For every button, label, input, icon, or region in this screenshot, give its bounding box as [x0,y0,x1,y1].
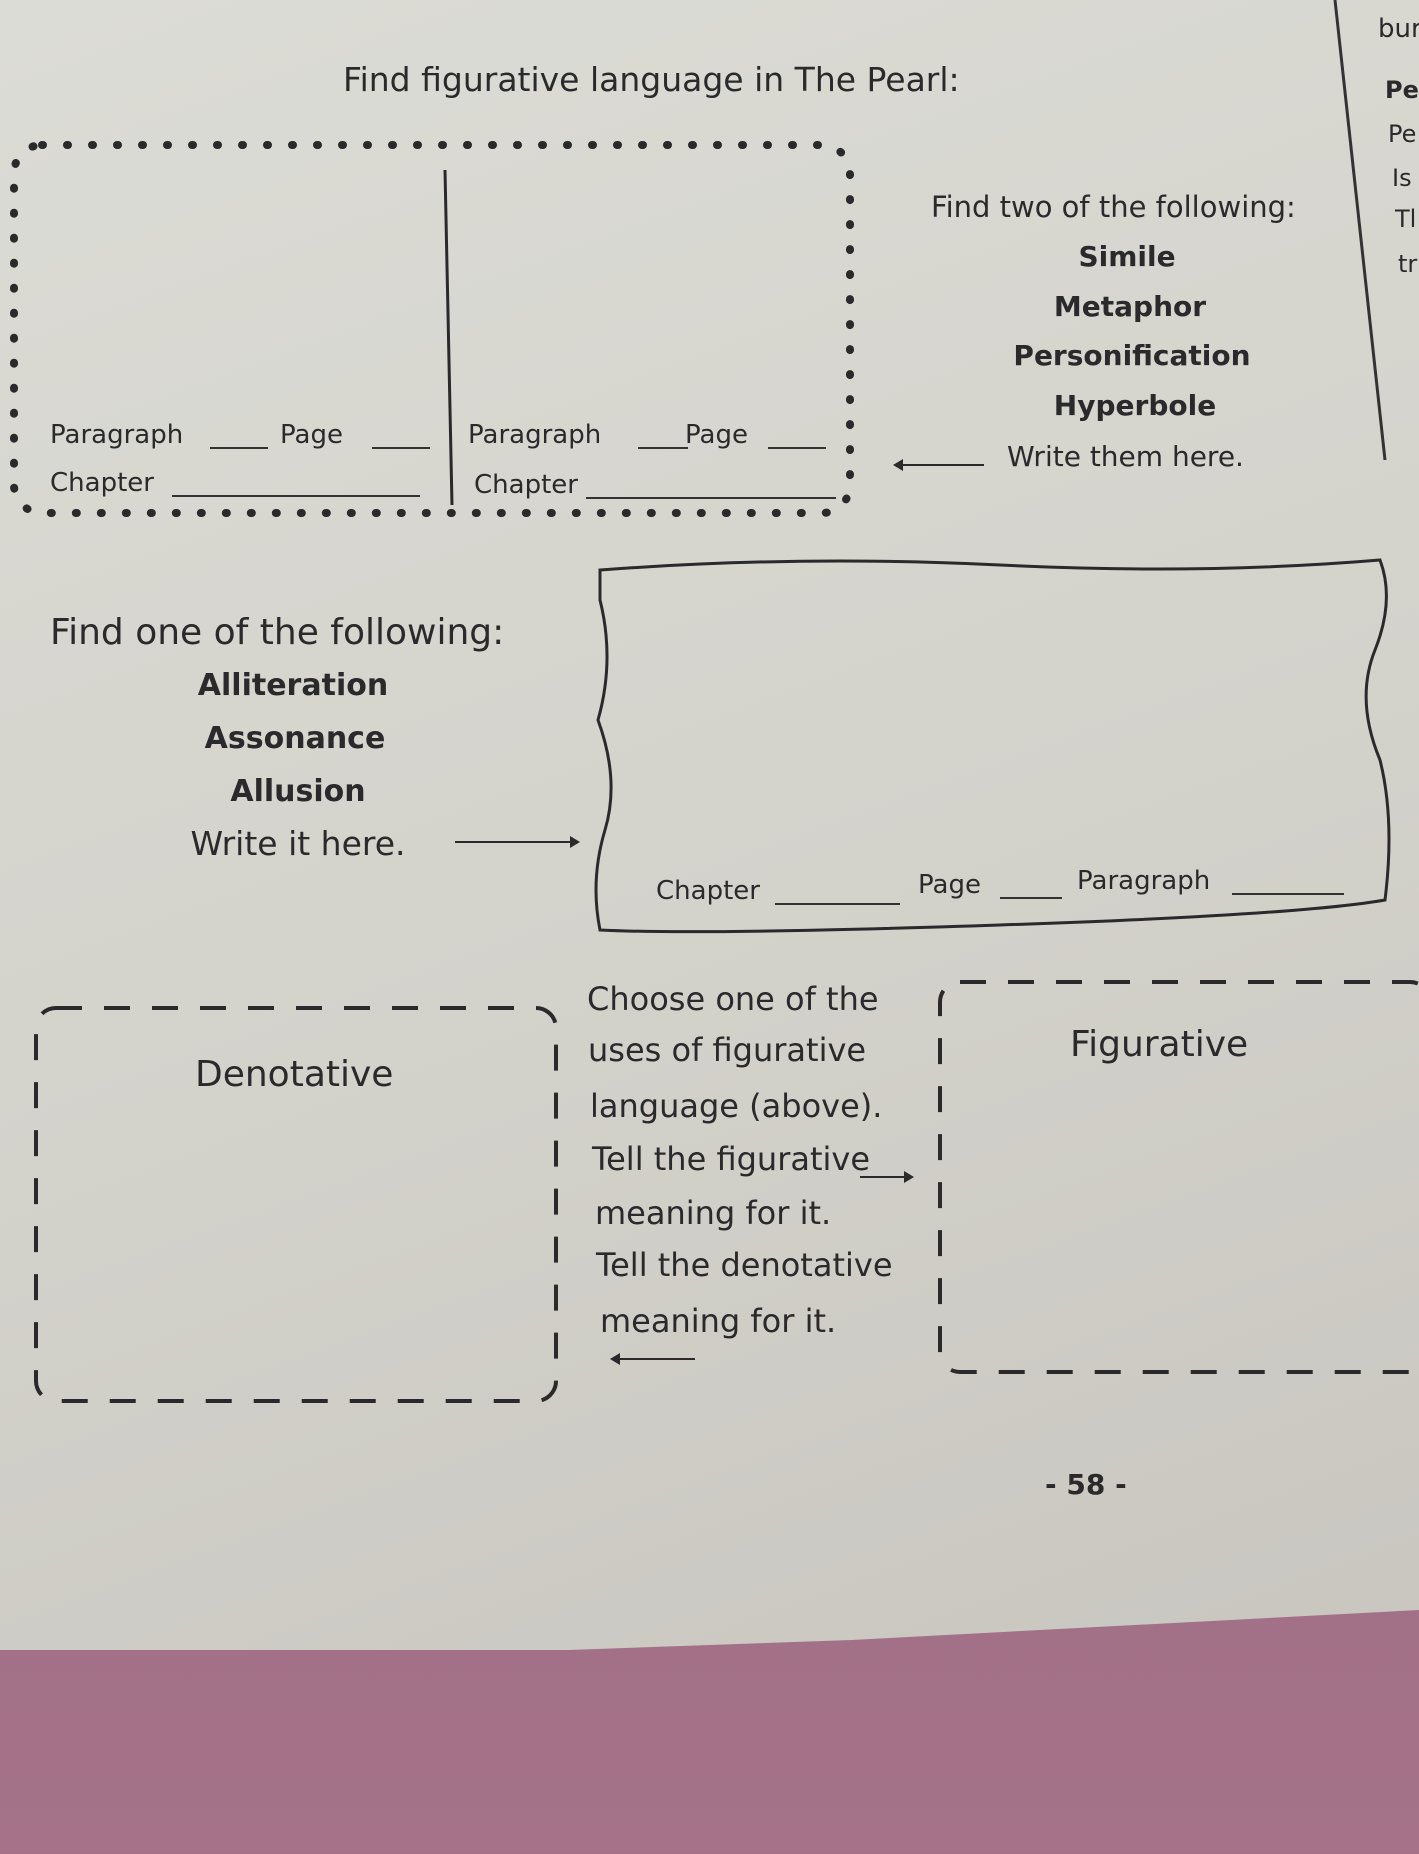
denotative-label: Denotative [195,1054,394,1095]
wavy-box [594,558,1391,934]
right-page-fragment: Tl [1395,205,1417,233]
find-two-heading: Find two of the following: [931,190,1296,224]
page-label: Page [918,870,981,900]
personification-item: Personification [1013,339,1251,372]
hyperbole-item: Hyperbole [1053,389,1217,422]
right-page-fragment: Pe [1385,76,1419,104]
right-page-label: Page [685,420,748,450]
find-one-heading: Find one of the following: [50,612,505,653]
paragraph-label: Paragraph [1077,866,1211,896]
left-paragraph-label: Paragraph [50,420,184,450]
right-page-fragment: Pe [1388,120,1417,148]
instruction-line: uses of figurative [588,1031,867,1069]
metaphor-item: Metaphor [1053,290,1207,323]
allusion-item: Allusion [230,774,366,809]
left-chapter-label: Chapter [50,468,154,498]
left-page-label: Page [280,420,343,450]
instruction-line: Tell the denotative [596,1246,893,1284]
right-chapter-label: Chapter [474,470,578,500]
chapter-label: Chapter [656,876,760,906]
page-edge-line [1333,0,1387,461]
instruction-line: language (above). [590,1087,883,1125]
figurative-label: Figurative [1070,1024,1249,1065]
assonance-item: Assonance [204,721,386,756]
page-number: - 58 - [1045,1468,1127,1501]
dotted-box [10,141,854,517]
instruction-line: meaning for it. [600,1302,837,1340]
simile-item: Simile [1078,240,1176,273]
alliteration-item: Alliteration [197,668,389,703]
right-page-fragment: Is [1392,164,1412,192]
instruction-line: Choose one of the [587,980,879,1018]
write-it-here: Write it here. [190,824,406,863]
worksheet-page [0,0,1419,1650]
instruction-line: Tell the figurative [592,1140,871,1178]
write-them-here: Write them here. [1007,440,1244,473]
right-paragraph-label: Paragraph [468,420,602,450]
instruction-line: meaning for it. [595,1194,832,1232]
right-page-fragment: tr [1398,250,1418,278]
arrow-head [893,459,903,471]
denotative-box [34,1006,558,1403]
page-title: Find figurative language in The Pearl: [343,60,960,99]
box-divider [443,169,454,506]
right-page-fragment: bur [1378,14,1419,44]
